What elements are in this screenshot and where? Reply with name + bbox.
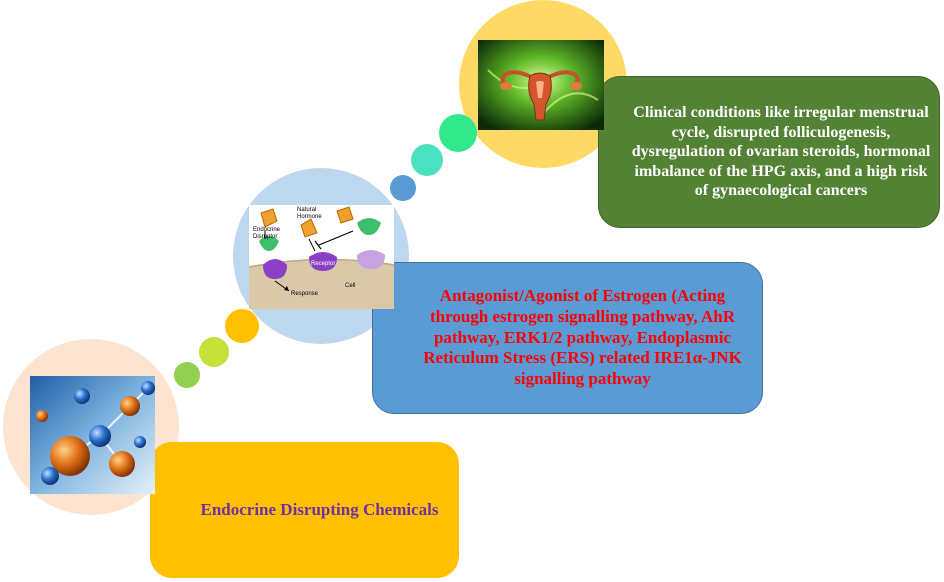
connector-dot: [411, 144, 443, 176]
antagonist-box: Antagonist/Agonist of Estrogen (Acting t…: [372, 262, 763, 414]
natural-hormone-label: Natural Hormone: [297, 207, 322, 220]
edc-label: Endocrine Disrupting Chemicals: [200, 499, 439, 519]
connector-dot: [199, 337, 229, 367]
antagonist-label: Antagonist/Agonist of Estrogen (Acting t…: [423, 286, 742, 389]
clinical-label: Clinical conditions like irregular menst…: [631, 104, 931, 200]
clinical-box: Clinical conditions like irregular menst…: [598, 76, 940, 228]
connector-dot: [439, 114, 477, 152]
edc-box: Endocrine Disrupting Chemicals: [150, 442, 459, 578]
receptor-binding-diagram: Natural Hormone Endocrine Disruptor Rece…: [249, 205, 394, 309]
receptor-label: Receptor: [311, 261, 336, 267]
molecule-image: [30, 376, 155, 494]
connector-dot: [174, 362, 200, 388]
endocrine-disruptor-label: Endocrine Disruptor: [253, 227, 281, 240]
response-label: Response: [291, 291, 319, 297]
connector-dot: [225, 309, 259, 343]
connector-dot: [390, 175, 416, 201]
uterus-image: [478, 40, 604, 130]
cell-label: Cell: [345, 283, 356, 289]
